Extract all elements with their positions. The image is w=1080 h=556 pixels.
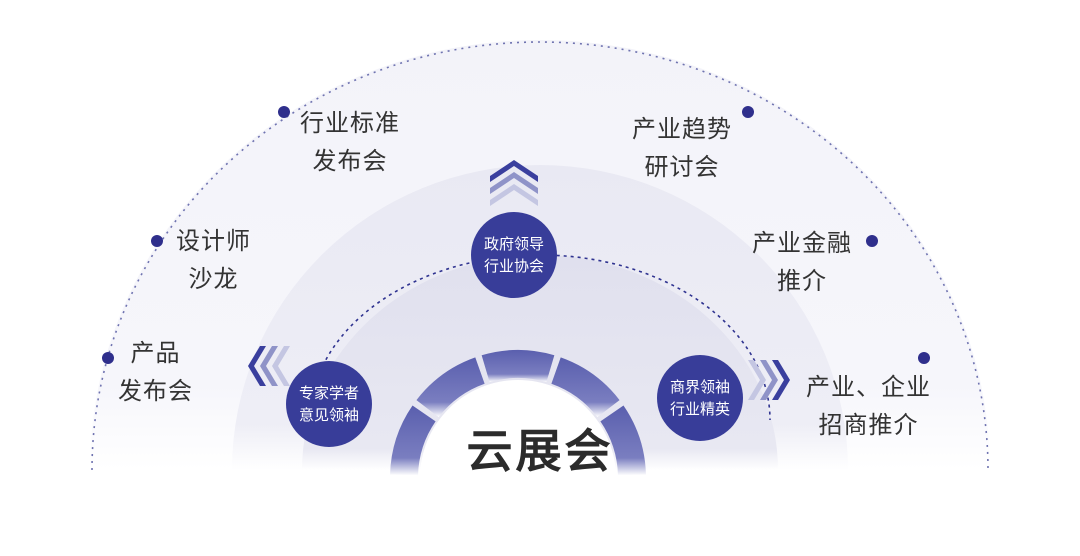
outer-label-standard-release: 行业标准 发布会 bbox=[300, 109, 400, 175]
outer-dot bbox=[278, 106, 290, 118]
gauge-segment bbox=[551, 357, 620, 418]
gauge-segment bbox=[390, 405, 436, 476]
inner-dotted-arc bbox=[309, 254, 771, 421]
outer-label-trend-seminar: 产业趋势 研讨会 bbox=[632, 115, 732, 181]
outer-dotted-arc bbox=[91, 41, 989, 471]
gauge-core bbox=[420, 380, 616, 478]
node-experts: 专家学者 意见领袖 bbox=[286, 361, 372, 447]
chevron-up-icon bbox=[490, 160, 538, 206]
node-government: 政府领导 行业协会 bbox=[471, 212, 557, 298]
outer-label-investment-promotion: 产业、企业 招商推介 bbox=[806, 373, 931, 439]
outer-dot bbox=[866, 235, 878, 247]
chevron-left-icon bbox=[248, 346, 290, 386]
outer-dot bbox=[742, 106, 754, 118]
gauge-segment bbox=[416, 357, 485, 418]
outer-dot bbox=[918, 352, 930, 364]
center-title: 云展会 bbox=[466, 424, 614, 478]
gauge-segment bbox=[481, 350, 555, 383]
node-business-leaders: 商界领袖 行业精英 bbox=[657, 355, 743, 441]
gauge-segment bbox=[600, 405, 646, 476]
outer-label-finance-promotion: 产业金融 推介 bbox=[752, 229, 852, 295]
outer-label-designer-salon: 设计师 沙龙 bbox=[176, 227, 251, 293]
outer-dot bbox=[151, 235, 163, 247]
outer-dot bbox=[102, 352, 114, 364]
segmented-gauge bbox=[390, 350, 646, 478]
outer-label-product-launch: 产品 发布会 bbox=[118, 339, 193, 405]
chevron-right-icon bbox=[748, 360, 790, 400]
